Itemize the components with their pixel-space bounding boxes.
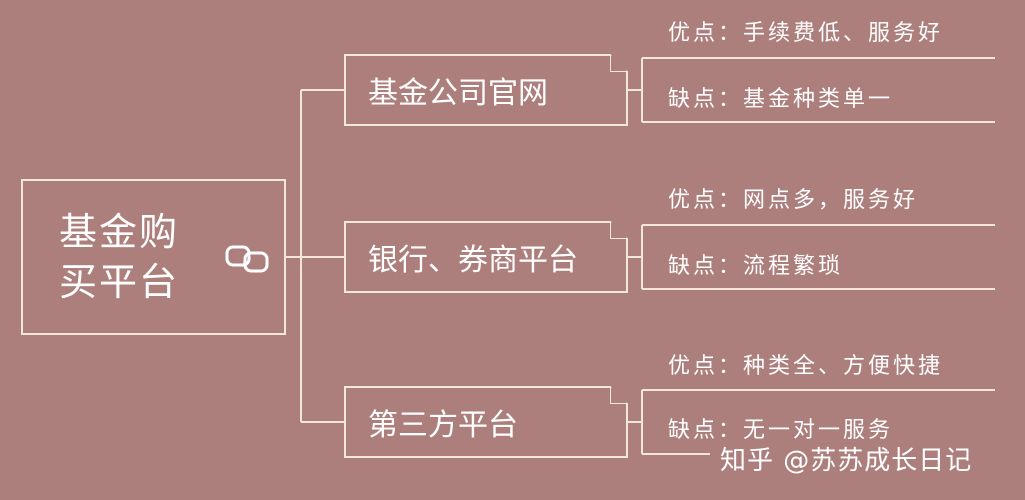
note-fold-icon	[610, 386, 628, 404]
branch-node-fund-company[interactable]: 基金公司官网	[344, 54, 628, 126]
root-node[interactable]: 基金购买平台	[21, 179, 286, 335]
branch-node-third-party[interactable]: 第三方平台	[344, 386, 628, 458]
branch-node-bank-broker[interactable]: 银行、券商平台	[344, 221, 628, 293]
watermark: 知乎 @苏苏成长日记	[720, 446, 973, 476]
cons-text: 缺点：基金种类单一	[668, 87, 894, 112]
branch-label: 基金公司官网	[368, 76, 548, 111]
pros-text: 优点：手续费低、服务好	[668, 21, 944, 46]
note-fold-icon	[610, 54, 628, 72]
branch-label: 银行、券商平台	[368, 243, 578, 278]
branch-label: 第三方平台	[368, 408, 518, 443]
pros-text: 优点：网点多，服务好	[668, 188, 919, 213]
pros-text: 优点：种类全、方便快捷	[668, 354, 944, 379]
cons-text: 缺点：无一对一服务	[668, 418, 894, 443]
cons-text: 缺点：流程繁琐	[668, 254, 844, 279]
root-label: 基金购买平台	[59, 210, 180, 304]
link-icon[interactable]	[223, 243, 273, 275]
note-fold-icon	[610, 221, 628, 239]
